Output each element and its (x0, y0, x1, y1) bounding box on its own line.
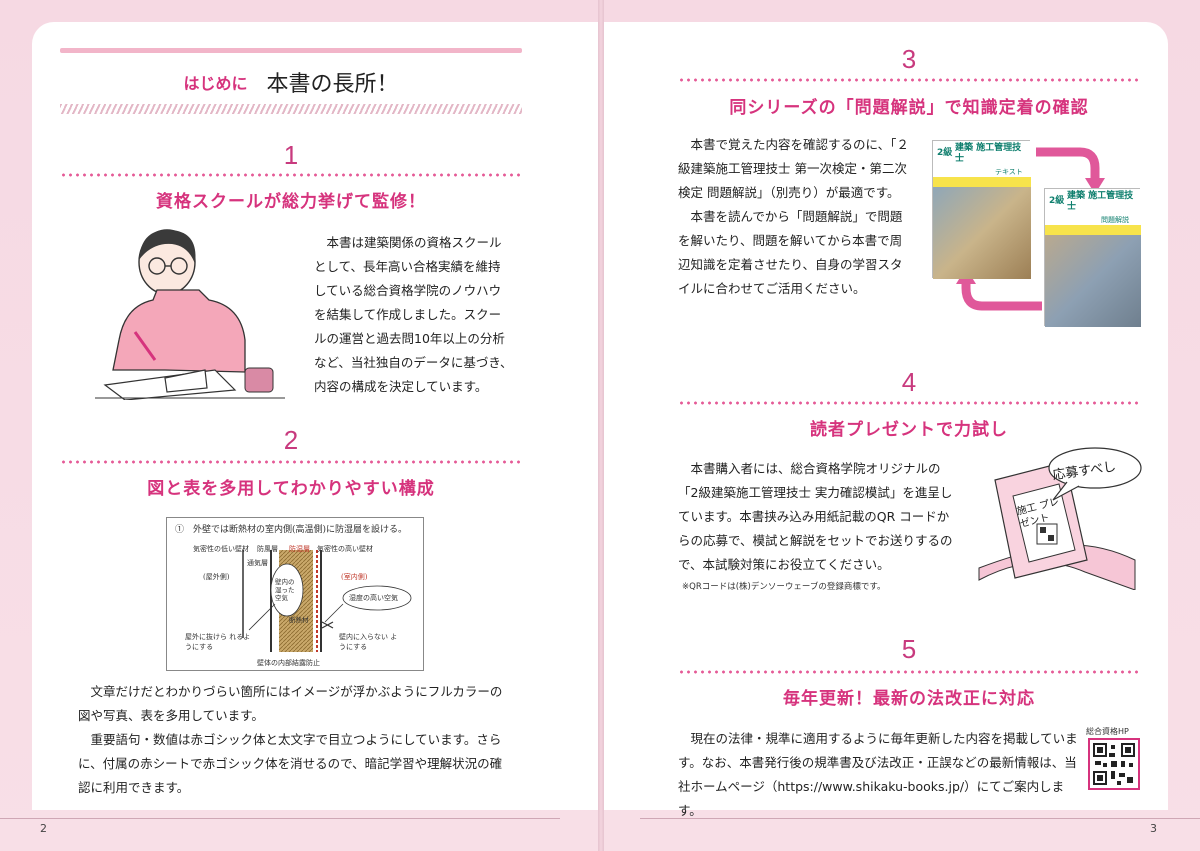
section-5-body: 現在の法律・規準に適用するように毎年更新した内容を掲載していま す。なお、本書発… (678, 727, 1082, 823)
section-2-line: 重要語句・数値は赤ゴシック体と太文字で目立つようにしています。さら (90, 732, 502, 747)
section-4-line: 本書購入者には、総合資格学院オリジナルの (690, 461, 941, 476)
section-3-line: 本書を読んでから「問題解説」で問題 (690, 209, 903, 224)
section-2-title: 図と表を多用してわかりやすい構成 (147, 479, 435, 499)
diagram-label: 断熱材 (289, 616, 309, 624)
section-3-line: 検定 問題解説」（別売り）が最適です。 (678, 185, 900, 200)
problem-book-cover: 2級 建築 施工管理技士 問題解説 (1044, 188, 1141, 327)
book-grade: 2級 (937, 148, 953, 158)
dotted-divider (60, 460, 522, 464)
section-3-line: 辺知識を定着させたり、自身の学習スタ (678, 257, 903, 272)
intro-kicker: はじめに (183, 74, 248, 93)
problem-book-subtitle: 問題解説 (1101, 216, 1129, 224)
left-page (32, 22, 598, 810)
qr-label: 総合資格HP (1086, 727, 1129, 736)
section-1-title: 資格スクールが総力挙げて監修！ (156, 192, 426, 212)
section-4-title: 読者プレゼントで力試し (810, 420, 1008, 440)
section-4-line: らの応募で、模試と解説をセットでお送りするの (678, 533, 953, 548)
present-illustration (978, 447, 1142, 590)
qr-trademark-note: ※QRコードは(株)デンソーウェーブの登録商標です。 (682, 582, 886, 592)
section-1-line: 内容の構成を決定しています。 (314, 379, 488, 394)
header-bar (60, 48, 522, 53)
dotted-divider (678, 78, 1140, 82)
book-gutter (598, 0, 604, 851)
section-5-number: 5 (901, 634, 917, 664)
section-1-line: として、長年高い合格実績を維持 (314, 259, 501, 274)
section-1-line: を結集して作成しました。スクー (314, 307, 502, 322)
section-3-line: 級建築施工管理技士 第一次検定・第二次 (678, 161, 907, 176)
section-4-body: 本書購入者には、総合資格学院オリジナルの 「2級建築施工管理技士 実力確認模試」… (678, 457, 964, 577)
section-4-line: ています。本書挟み込み用紙記載のQR コードか (678, 509, 950, 524)
section-3-line: 本書で覚えた内容を確認するのに、「２ (690, 137, 909, 152)
section-1-line: など、当社独自のデータに基づき、 (314, 355, 513, 370)
dotted-divider (678, 401, 1140, 405)
footer-rule-left (0, 818, 560, 819)
book-grade: 2級 (1049, 196, 1065, 206)
section-3-body: 本書で覚えた内容を確認するのに、「２ 級建築施工管理技士 第一次検定・第二次 検… (678, 133, 928, 301)
textbook-cover: 2級 建築 施工管理技士 テキスト (932, 140, 1031, 279)
section-1-line: 本書は建築関係の資格スクール (326, 235, 502, 250)
diagram-label: 湿度の高い空気 (349, 594, 398, 602)
diagram-label: 通気層 (247, 559, 268, 567)
section-3-line: を解いたり、問題を解いてから本書で周 (678, 233, 903, 248)
wall-condensation-diagram: ① 外壁では断熱材の室内側(高温側)に防湿層を設ける。 気密性の低い壁材 防風層… (166, 517, 424, 671)
diagram-caption: ① 外壁では断熱材の室内側(高温側)に防湿層を設ける。 (175, 525, 408, 535)
page-number-left: 2 (40, 822, 47, 835)
section-5-title: 毎年更新！最新の法改正に対応 (783, 689, 1035, 709)
diagram-label: (屋外側) (203, 573, 230, 581)
textbook-title: 建築 施工管理技士 (955, 143, 1022, 164)
section-4-number: 4 (901, 367, 917, 397)
section-5-line: 現在の法律・規準に適用するように毎年更新した内容を掲載していま (690, 731, 1078, 746)
section-1-number: 1 (283, 140, 299, 170)
diagram-label: 壁体の内部結露防止 (257, 659, 320, 667)
section-4-line: 「2級建築施工管理技士 実力確認模試」を進呈し (678, 485, 953, 500)
textbook-subtitle: テキスト (995, 168, 1023, 176)
diagram-label: 気密性の低い壁材 (193, 545, 249, 553)
section-3-line: イルに合わせてご活用ください。 (678, 281, 866, 296)
diagram-label: (室内側) (341, 573, 368, 581)
section-3-title: 同シリーズの「問題解説」で知識定着の確認 (729, 98, 1089, 118)
section-2-line: に、付属の赤シートで赤ゴシック体を消せるので、暗記学習や理解状況の確 (78, 756, 503, 771)
section-2-line: 図や写真、表を多用しています。 (78, 708, 264, 723)
diagram-label: 壁内の湿った空気 (275, 578, 295, 602)
section-2-line: 認に利用できます。 (78, 780, 190, 795)
diagram-label: 防風層 (257, 545, 278, 553)
section-2-line: 文章だけだとわかりづらい箇所にはイメージが浮かぶようにフルカラーの (90, 684, 503, 699)
section-5-line: 社ホームページ（https://www.shikaku-books.jp/）にて… (678, 779, 1065, 818)
page-number-right: 3 (1150, 822, 1157, 835)
dotted-divider (60, 173, 522, 177)
page-title: はじめに 本書の長所！ (60, 66, 522, 98)
diagram-label: 気密性の高い壁材 (317, 545, 373, 553)
section-2-number: 2 (283, 425, 299, 455)
section-1-line: している総合資格学院のノウハウ (314, 283, 502, 298)
diagram-label: 壁内に入らない ようにする (339, 633, 398, 651)
hatched-divider (60, 104, 522, 114)
diagram-label: 防湿層 (289, 545, 310, 553)
section-1-line: ルの運営と過去問10年以上の分析 (314, 331, 505, 346)
problem-book-title: 建築 施工管理技士 (1067, 191, 1134, 212)
intro-title: 本書の長所！ (266, 72, 399, 97)
qr-code-icon[interactable] (1088, 738, 1140, 790)
studying-person-illustration (95, 229, 285, 400)
section-2-body: 文章だけだとわかりづらい箇所にはイメージが浮かぶようにフルカラーの 図や写真、表… (78, 680, 524, 800)
diagram-label: 屋外に抜けら れるようにする (185, 633, 251, 651)
section-4-line: で、本試験対策にお役立てください。 (678, 557, 890, 572)
dotted-divider (678, 670, 1140, 674)
section-1-body: 本書は建築関係の資格スクール として、長年高い合格実績を維持 している総合資格学… (314, 231, 524, 399)
footer-rule-right (640, 818, 1200, 819)
section-5-line: す。なお、本書発行後の規準書及び法改正・正誤などの最新情報は、当 (678, 755, 1077, 770)
section-3-number: 3 (901, 44, 917, 74)
